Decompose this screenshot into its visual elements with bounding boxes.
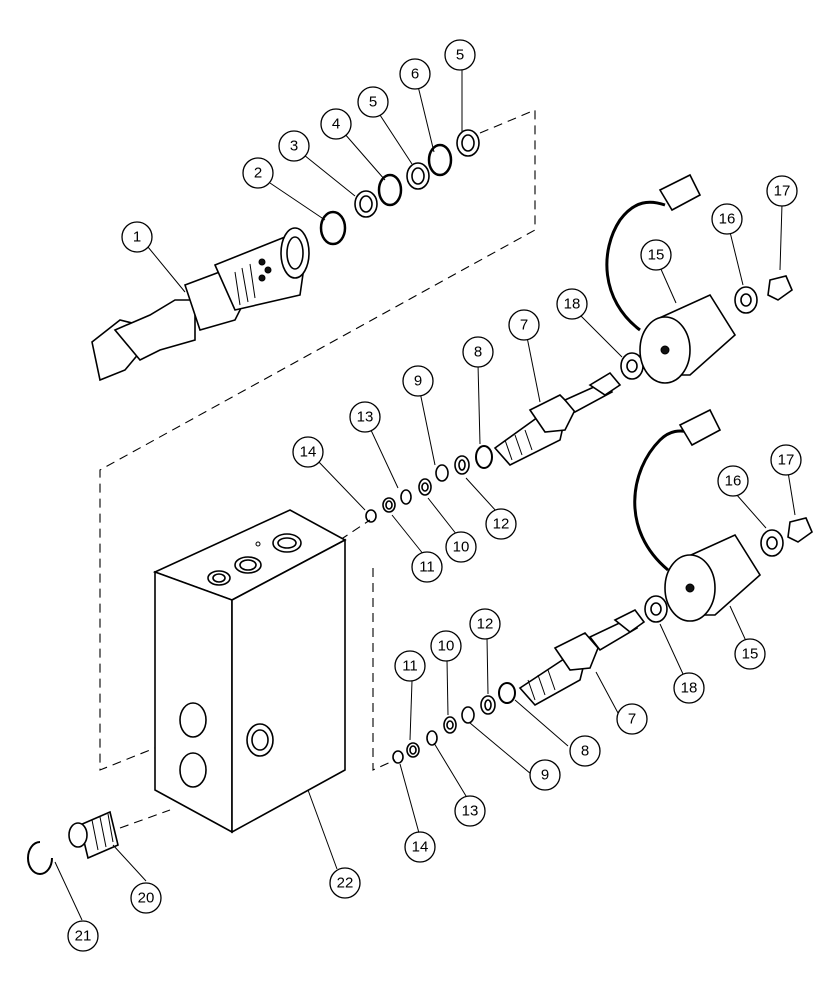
svg-text:6: 6 [411,66,419,83]
svg-text:8: 8 [581,743,589,760]
callouts: 1 2 3 4 5 6 5 7 8 9 13 14 11 10 12 18 15… [67,39,802,952]
upper-coil [605,173,793,384]
svg-text:20: 20 [138,890,155,907]
callout-8a: 8 [462,336,494,368]
svg-text:8: 8 [474,344,482,361]
svg-text:13: 13 [462,803,479,820]
lower-coil [633,408,813,623]
svg-text:13: 13 [357,409,374,426]
callout-1: 1 [121,221,153,253]
callout-17b: 17 [770,444,802,476]
callout-9a: 9 [402,365,434,397]
svg-text:9: 9 [414,373,422,390]
svg-text:17: 17 [774,183,791,200]
callout-13a: 13 [349,401,381,433]
svg-text:17: 17 [778,452,795,469]
svg-text:7: 7 [628,711,636,728]
callout-11b: 11 [394,650,426,682]
svg-text:14: 14 [300,444,317,461]
callout-22: 22 [329,867,361,899]
svg-text:4: 4 [332,116,340,133]
svg-text:2: 2 [254,165,262,182]
callout-6: 6 [399,58,431,90]
callout-7a: 7 [508,309,540,341]
callout-13b: 13 [454,795,486,827]
callout-15b: 15 [734,638,766,670]
callout-17a: 17 [766,175,798,207]
svg-text:11: 11 [419,559,435,576]
svg-text:9: 9 [541,767,549,784]
callout-8b: 8 [569,735,601,767]
svg-text:11: 11 [402,658,418,675]
callout-16b: 16 [717,465,749,497]
top-seals [319,129,480,246]
svg-text:18: 18 [564,296,581,313]
fitting-and-ring [27,810,119,875]
svg-text:12: 12 [477,616,494,633]
lower-small-seals [392,682,516,764]
callout-4: 4 [320,108,352,140]
callout-21: 21 [67,920,99,952]
alignment-lines [99,109,536,829]
svg-text:15: 15 [648,247,665,264]
svg-text:12: 12 [493,516,510,533]
svg-text:21: 21 [75,928,92,945]
svg-text:14: 14 [412,839,429,856]
callout-5a: 5 [357,86,389,118]
callout-10a: 10 [445,531,477,563]
callout-15a: 15 [640,239,672,271]
svg-text:3: 3 [290,138,298,155]
svg-text:16: 16 [719,211,736,228]
callout-9b: 9 [529,759,561,791]
callout-16a: 16 [711,203,743,235]
callout-18a: 18 [556,288,588,320]
svg-text:10: 10 [453,539,470,556]
upper-solenoid-valve [493,371,622,466]
svg-text:7: 7 [520,317,528,334]
svg-text:22: 22 [337,875,354,892]
svg-text:5: 5 [456,47,464,64]
svg-text:15: 15 [742,646,759,663]
callout-12a: 12 [485,508,517,540]
callout-12b: 12 [469,608,501,640]
cartridge-valve [91,227,310,382]
upper-small-seals [365,445,493,523]
callout-3: 3 [278,130,310,162]
callout-20: 20 [130,882,162,914]
svg-text:18: 18 [681,680,698,697]
lower-solenoid-valve [518,608,646,707]
leader-lines [54,68,796,921]
svg-text:10: 10 [438,638,455,655]
manifold-block [152,509,347,834]
callout-7b: 7 [616,703,648,735]
callout-5b: 5 [444,39,476,71]
callout-11a: 11 [411,551,443,583]
svg-text:1: 1 [133,229,141,246]
callout-14a: 14 [292,436,324,468]
svg-text:5: 5 [369,94,377,111]
callout-18b: 18 [673,672,705,704]
svg-text:16: 16 [725,473,742,490]
callout-14b: 14 [404,831,436,863]
callout-10b: 10 [430,630,462,662]
callout-2: 2 [242,157,274,189]
